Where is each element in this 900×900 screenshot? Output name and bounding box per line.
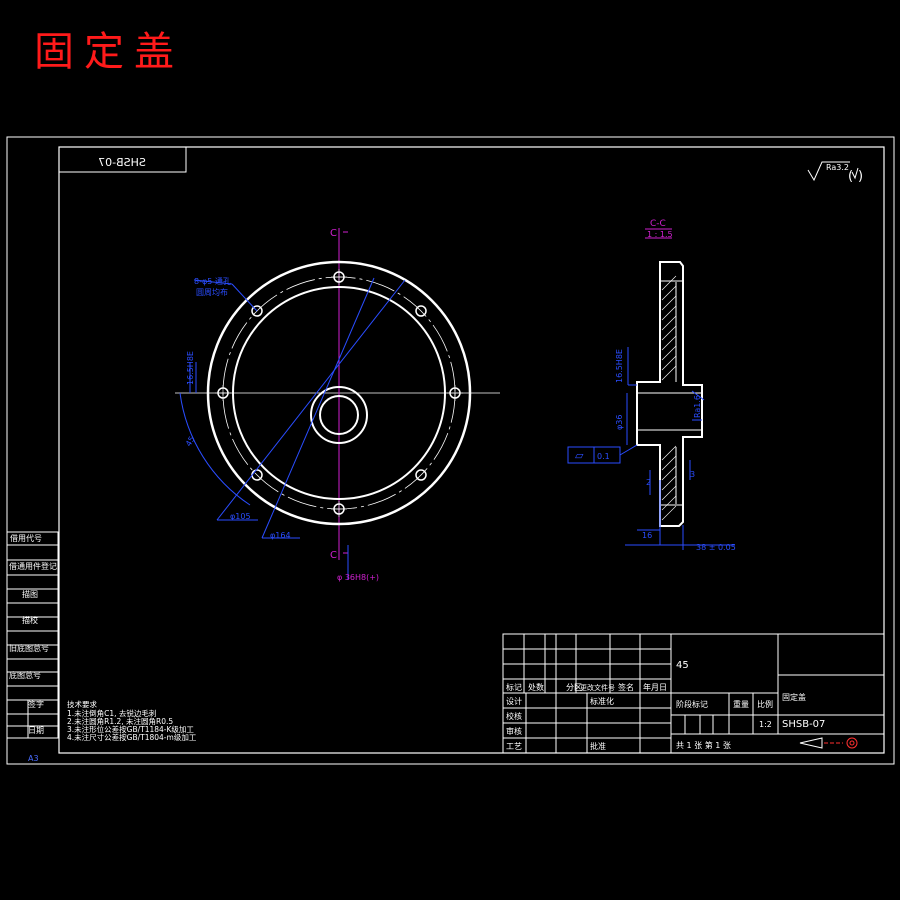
inner-border — [58, 146, 885, 754]
dim-angle: 45 — [184, 435, 197, 448]
svg-text:): ) — [858, 169, 863, 184]
drawing-number-mirrored: SHSB-07 — [98, 156, 146, 169]
tech-note-title: 技术要求 — [67, 699, 97, 709]
hole-callout: 8-φ5 通孔 — [194, 276, 231, 286]
inner-rim — [232, 286, 446, 500]
projection-symbol-icon — [799, 737, 858, 749]
title-block — [502, 633, 885, 754]
section-dim-2: 2 — [646, 478, 651, 487]
rev-header: 分区 — [566, 683, 582, 692]
cut-plane-mark: C — [330, 550, 337, 561]
rev-header: 年月日 — [643, 682, 667, 692]
outer-rim — [206, 260, 472, 526]
section-dim-bore: φ36 — [615, 415, 624, 430]
left-strip-label: 日期 — [28, 726, 44, 735]
section-scale: 1 : 1.5 — [647, 230, 673, 239]
title-row: 校核 — [506, 711, 522, 721]
rev-header: 更改文件号 — [580, 683, 615, 692]
left-strip-label: 借通用件登记 — [9, 561, 57, 571]
left-strip-label: 签字 — [28, 699, 44, 709]
left-strip-label: 描校 — [22, 615, 38, 625]
tech-note: 3.未注形位公差按GB/T1184-K级加工 — [67, 724, 194, 734]
title-drawing-number: SHSB-07 — [782, 719, 825, 730]
cut-plane-mark: C — [330, 228, 337, 239]
dim-outer: φ164 — [270, 531, 291, 540]
stage-header: 阶段标记 — [676, 699, 708, 709]
rev-header: 处数 — [528, 682, 544, 692]
section-dimensions — [567, 347, 735, 550]
svg-text:Ra3.2: Ra3.2 — [826, 163, 849, 172]
section-body — [636, 261, 703, 527]
title-row: 设计 — [506, 696, 522, 706]
left-strip — [6, 531, 59, 739]
page-title: 固定盖 — [34, 29, 184, 75]
outer-border — [6, 136, 895, 765]
hub-bore — [319, 395, 359, 435]
bolt-hole — [251, 305, 263, 317]
left-strip-label: 描图 — [22, 589, 38, 599]
title-material: 45 — [676, 660, 689, 671]
left-strip-label: 底图总号 — [9, 670, 41, 680]
rev-header: 签名 — [618, 682, 634, 692]
front-view: C C — [175, 228, 500, 561]
flatness-value: 0.1 — [597, 452, 610, 461]
section-hatch — [661, 275, 677, 521]
title-row: 审核 — [506, 726, 522, 736]
part-name: 固定盖 — [782, 692, 806, 702]
section-label: C-C — [650, 219, 666, 229]
front-dimensions — [179, 277, 406, 580]
section-dim-face: 16.5H8E — [615, 349, 624, 383]
title-scale: 1:2 — [759, 720, 772, 729]
bolt-hole — [415, 469, 427, 481]
section-dim-16: 16 — [642, 531, 652, 540]
left-strip-label: 旧底图总号 — [9, 643, 49, 653]
tech-note: 4.未注尺寸公差按GB/T1804-m级加工 — [67, 732, 197, 742]
corner-mark: A3 — [28, 754, 39, 763]
stage-header: 重量 — [733, 699, 749, 709]
standardization: 标准化 — [590, 696, 614, 706]
title-row: 工艺 — [506, 742, 522, 751]
bolt-hole — [415, 305, 427, 317]
flatness-symbol: ▱ — [575, 449, 584, 462]
section-dim-total: 38 ± 0.05 — [696, 543, 736, 552]
rev-header: 标记 — [506, 682, 522, 692]
dim-offset: 16.5H8E — [186, 351, 195, 385]
hub-outer — [310, 386, 368, 444]
hole-callout: 圆周均布 — [196, 287, 228, 297]
left-strip-label: 借用代号 — [10, 533, 42, 543]
section-dim-3: 3 — [690, 470, 695, 479]
tech-note: 1.未注倒角C1, 去锐边毛刺 — [67, 708, 156, 718]
section-view: C-C 1 : 1.5 — [636, 219, 703, 527]
roughness-symbol: Ra3.2 ( ) — [807, 161, 863, 184]
tech-note: 2.未注圆角R1.2, 未注圆角R0.5 — [67, 716, 173, 726]
sheet-info: 共 1 张 第 1 张 — [676, 740, 731, 750]
svg-text:(: ( — [848, 169, 853, 184]
dim-bore: φ 36H8(+) — [337, 573, 379, 582]
section-roughness: Ra1.6 — [693, 395, 702, 418]
stage-header: 比例 — [757, 699, 773, 709]
drawing-number-box — [58, 146, 187, 173]
approved: 批准 — [590, 741, 606, 751]
dim-bolt-circle: φ105 — [230, 512, 251, 521]
